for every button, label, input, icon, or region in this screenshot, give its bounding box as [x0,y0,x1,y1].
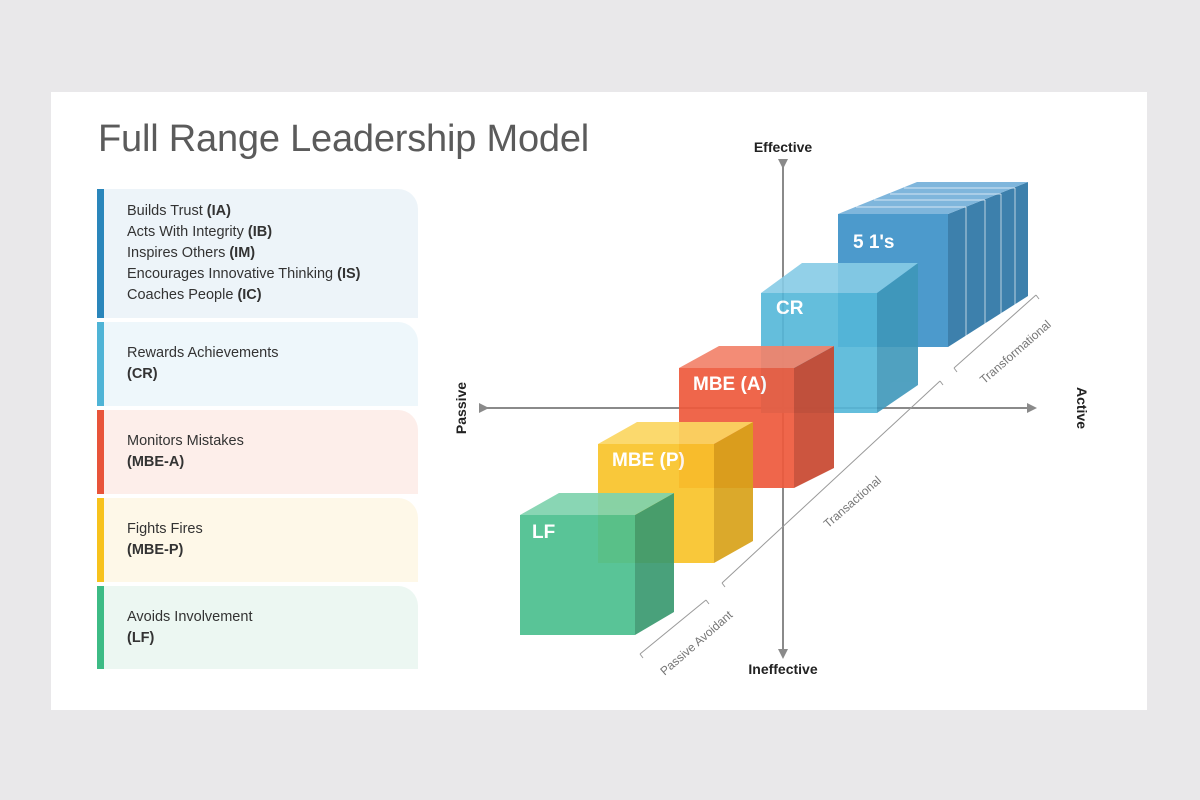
cube-top-face [761,263,918,293]
legend-line: Acts With Integrity (IB) [127,224,273,240]
legend-line: (LF) [127,629,155,646]
cube-lf: LF [520,493,674,635]
legend-item-lf: Avoids Involvement (LF) [97,586,418,669]
cube-top-face [838,182,1028,214]
legend-line: Rewards Achievements [127,345,279,361]
legend-line: (MBE-A) [127,454,185,470]
cube-top-face [520,493,674,515]
legend-item-mbe-p: Fights Fires (MBE-P) [97,498,418,582]
legend-line: Inspires Others (IM) [127,245,256,261]
legend-line: Monitors Mistakes [127,433,244,449]
legend-item-transformational: Builds Trust (IA) Acts With Integrity (I… [97,189,418,318]
bracket-transactional [721,380,944,588]
legend-color-bar [97,586,104,669]
cube-side-face [877,263,918,413]
legend-panel: Builds Trust (IA) Acts With Integrity (I… [97,189,418,673]
axis-label-passive: Passive [453,382,469,434]
bracket-passive-avoidant [639,599,710,659]
cube-top-face [598,422,753,444]
legend-item-cr: Rewards Achievements (CR) [97,322,418,406]
tier-label-transformational: Transformational [977,317,1054,386]
legend-item-mbe-a: Monitors Mistakes (MBE-A) [97,410,418,494]
cube-top-face [679,346,834,368]
tier-label-transactional: Transactional [821,473,884,531]
cube-side-face [948,182,1028,347]
cube-label: CR [776,298,804,319]
legend-line: Builds Trust (IA) [127,203,231,219]
legend-color-bar [97,322,104,406]
legend-line: Fights Fires [127,521,203,537]
cube-side-face [714,422,753,563]
tier-brackets [639,294,1040,659]
legend-color-bar [97,498,104,582]
axis-label-effective: Effective [754,139,813,155]
legend-line: Coaches People (IC) [127,287,262,303]
cube-front-face [520,515,635,635]
cube-side-face [794,346,834,488]
axis-label-active: Active [1074,387,1090,429]
legend-line: (CR) [127,366,158,382]
bracket-transformational [953,294,1040,373]
cube-slices [856,187,1016,336]
cube-label: MBE (P) [612,450,685,471]
cube-label: LF [532,522,555,543]
legend-line: (MBE-P) [127,542,184,558]
cube-label: MBE (A) [693,374,767,395]
legend-line: Encourages Innovative Thinking (IS) [127,266,361,282]
cube-side-face [635,493,674,635]
axis-label-ineffective: Ineffective [748,661,817,677]
cube-label: 5 1's [853,232,895,253]
legend-color-bar [97,410,104,494]
legend-line: Avoids Involvement [127,608,253,625]
legend-color-bar [97,189,104,318]
page-title: Full Range Leadership Model [98,118,590,160]
tier-label-passive-avoidant: Passive Avoidant [657,607,735,678]
